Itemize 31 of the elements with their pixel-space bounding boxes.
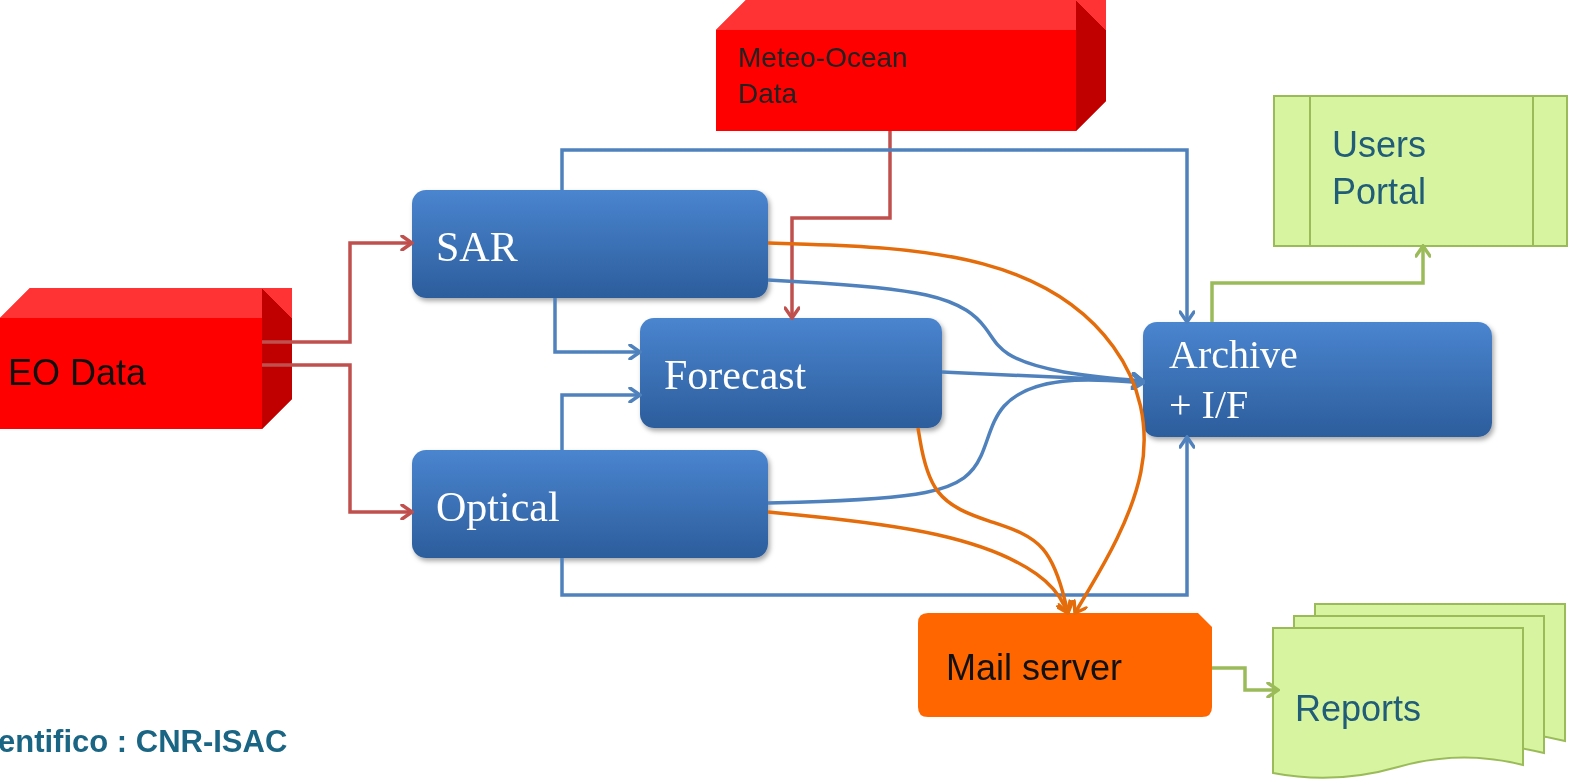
box-label: Reports xyxy=(1295,687,1422,731)
arrow xyxy=(767,373,1145,505)
process-box xyxy=(640,318,942,428)
arrow xyxy=(553,298,642,361)
note-text: entifico : CNR-ISAC xyxy=(0,724,288,760)
arrow xyxy=(262,234,414,344)
arrow xyxy=(1210,244,1432,322)
arrow xyxy=(262,363,414,521)
arrow xyxy=(767,241,1146,615)
process-box xyxy=(1143,322,1492,437)
arrow xyxy=(1212,666,1280,699)
process-label: Optical xyxy=(436,483,560,532)
process-label: Forecast xyxy=(664,351,807,400)
arrow xyxy=(783,131,892,320)
document-stack xyxy=(1273,604,1567,779)
data-source-box xyxy=(0,288,292,429)
portal-box xyxy=(1274,96,1567,246)
box-label: Mail server xyxy=(946,646,1123,690)
arrow xyxy=(560,435,1196,597)
arrow xyxy=(767,510,1072,615)
server-box xyxy=(918,613,1212,717)
process-label: Archive + I/F xyxy=(1169,331,1299,429)
arrow xyxy=(560,386,642,450)
process-box xyxy=(412,190,768,298)
arrow xyxy=(560,148,1196,324)
process-box xyxy=(412,450,768,558)
box-label: EO Data xyxy=(8,351,147,395)
box-label: Meteo-Ocean Data xyxy=(738,41,909,112)
box-label: Users Portal xyxy=(1332,123,1428,214)
process-label: SAR xyxy=(436,223,518,272)
data-source-box xyxy=(716,0,1106,131)
